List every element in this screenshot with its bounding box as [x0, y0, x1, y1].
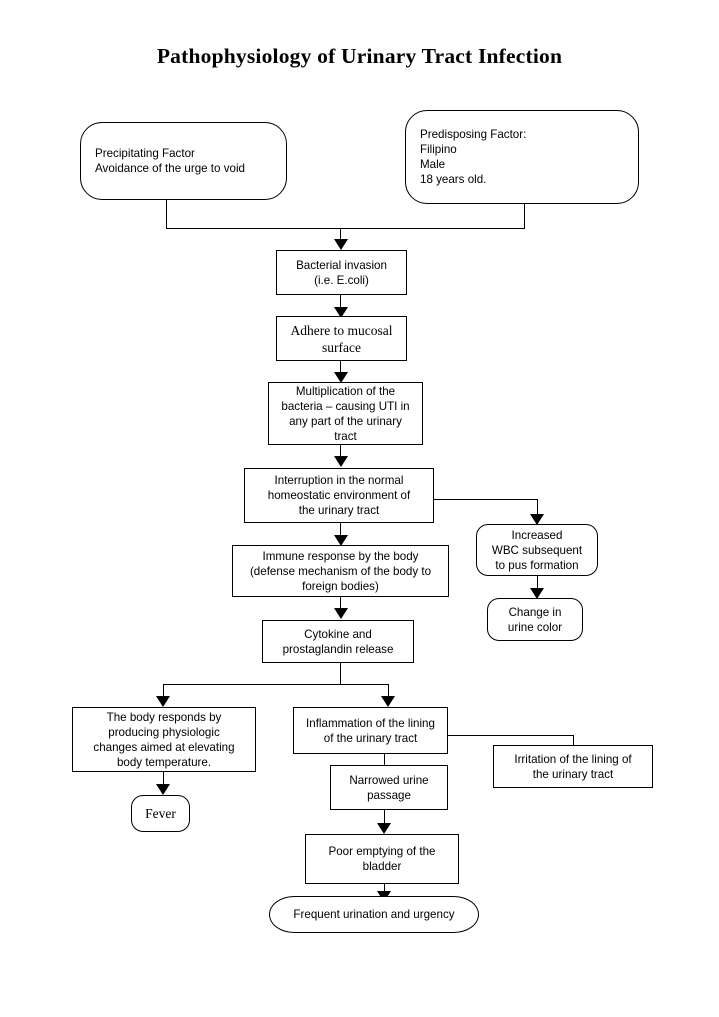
connector-wbc-to-urine-color: [537, 576, 538, 589]
node-narrowed-passage: Narrowed urine passage: [330, 765, 448, 810]
page-title: Pathophysiology of Urinary Tract Infecti…: [156, 44, 563, 68]
connector-inflammation-to-narrowed: [384, 754, 385, 766]
connector-poor-emptying-to-frequent: [384, 884, 385, 893]
node-adhere-mucosal-text: Adhere to mucosal surface: [290, 322, 393, 355]
arrow-to-bacterial-invasion: [334, 239, 348, 250]
arrow-to-inflammation: [381, 696, 395, 707]
connector-narrowed-to-poor-emptying: [384, 810, 385, 824]
node-predisposing-factor: Predisposing Factor: Filipino Male 18 ye…: [405, 110, 639, 204]
node-frequent-urination: Frequent urination and urgency: [269, 896, 479, 933]
arrow-to-interruption: [334, 456, 348, 467]
node-poor-emptying: Poor emptying of the bladder: [305, 834, 459, 884]
connector-split-left-drop: [163, 684, 164, 697]
node-inflammation-text: Inflammation of the lining of the urinar…: [306, 716, 435, 745]
node-fever: Fever: [131, 795, 190, 832]
node-body-responds-text: The body responds by producing physiolog…: [93, 710, 235, 769]
node-irritation-text: Irritation of the lining of the urinary …: [514, 752, 632, 781]
node-narrowed-passage-text: Narrowed urine passage: [349, 773, 429, 802]
connector-merge-stem: [340, 228, 341, 240]
node-cytokine-text: Cytokine and prostaglandin release: [282, 627, 394, 656]
connector-precipitating-down: [166, 200, 167, 228]
node-inflammation: Inflammation of the lining of the urinar…: [293, 707, 448, 754]
connector-inflammation-to-irritation-horizontal: [448, 735, 573, 736]
arrow-to-change-urine-color: [530, 588, 544, 599]
node-increased-wbc-text: Increased WBC subsequent to pus formatio…: [491, 528, 583, 572]
connector-split-right-drop: [388, 684, 389, 697]
arrow-to-fever: [156, 784, 170, 795]
connector-inflammation-to-irritation-vertical: [573, 735, 574, 747]
connector-merge-horizontal: [166, 228, 525, 229]
node-body-responds: The body responds by producing physiolog…: [72, 707, 256, 772]
connector-cytokine-stem: [340, 663, 341, 684]
node-immune-response-text: Immune response by the body (defense mec…: [249, 549, 432, 593]
node-multiplication: Multiplication of the bacteria – causing…: [268, 382, 423, 445]
node-fever-text: Fever: [145, 806, 176, 821]
node-interruption: Interruption in the normal homeostatic e…: [244, 468, 434, 523]
arrow-to-immune-response: [334, 535, 348, 546]
node-bacterial-invasion: Bacterial invasion (i.e. E.coli): [276, 250, 407, 295]
connector-predisposing-down: [524, 204, 525, 228]
connector-bacterial-to-adhere: [340, 295, 341, 308]
arrow-to-body-responds: [156, 696, 170, 707]
connector-immune-to-cytokine: [340, 597, 341, 609]
connector-interruption-to-wbc-horizontal: [434, 499, 537, 500]
node-multiplication-text: Multiplication of the bacteria – causing…: [281, 384, 410, 443]
connector-interruption-to-immune: [340, 523, 341, 536]
node-interruption-text: Interruption in the normal homeostatic e…: [267, 474, 411, 517]
connector-interruption-to-wbc-vertical: [537, 499, 538, 515]
arrow-to-cytokine: [334, 608, 348, 619]
node-increased-wbc: Increased WBC subsequent to pus formatio…: [476, 524, 598, 576]
arrow-to-increased-wbc: [530, 514, 544, 525]
connector-cytokine-split-horizontal: [163, 684, 388, 685]
node-change-urine-color-text: Change in urine color: [507, 605, 563, 634]
connector-adhere-to-multiplication: [340, 361, 341, 373]
connector-multiplication-to-interruption: [340, 445, 341, 457]
node-precipitating-factor-text: Precipitating Factor Avoidance of the ur…: [95, 147, 245, 175]
node-precipitating-factor: Precipitating Factor Avoidance of the ur…: [80, 122, 287, 200]
node-predisposing-factor-text: Predisposing Factor: Filipino Male 18 ye…: [420, 128, 527, 186]
connector-body-responds-to-fever: [163, 772, 164, 785]
arrow-to-multiplication: [334, 372, 348, 383]
node-irritation: Irritation of the lining of the urinary …: [493, 745, 653, 788]
node-cytokine: Cytokine and prostaglandin release: [262, 620, 414, 663]
node-immune-response: Immune response by the body (defense mec…: [232, 545, 449, 597]
node-poor-emptying-text: Poor emptying of the bladder: [328, 845, 436, 873]
node-frequent-urination-text: Frequent urination and urgency: [293, 908, 455, 921]
node-bacterial-invasion-text: Bacterial invasion (i.e. E.coli): [296, 258, 387, 287]
arrow-to-poor-emptying: [377, 823, 391, 834]
arrow-to-adhere-mucosal: [334, 307, 348, 318]
node-change-urine-color: Change in urine color: [487, 598, 583, 641]
node-adhere-mucosal: Adhere to mucosal surface: [276, 316, 407, 361]
